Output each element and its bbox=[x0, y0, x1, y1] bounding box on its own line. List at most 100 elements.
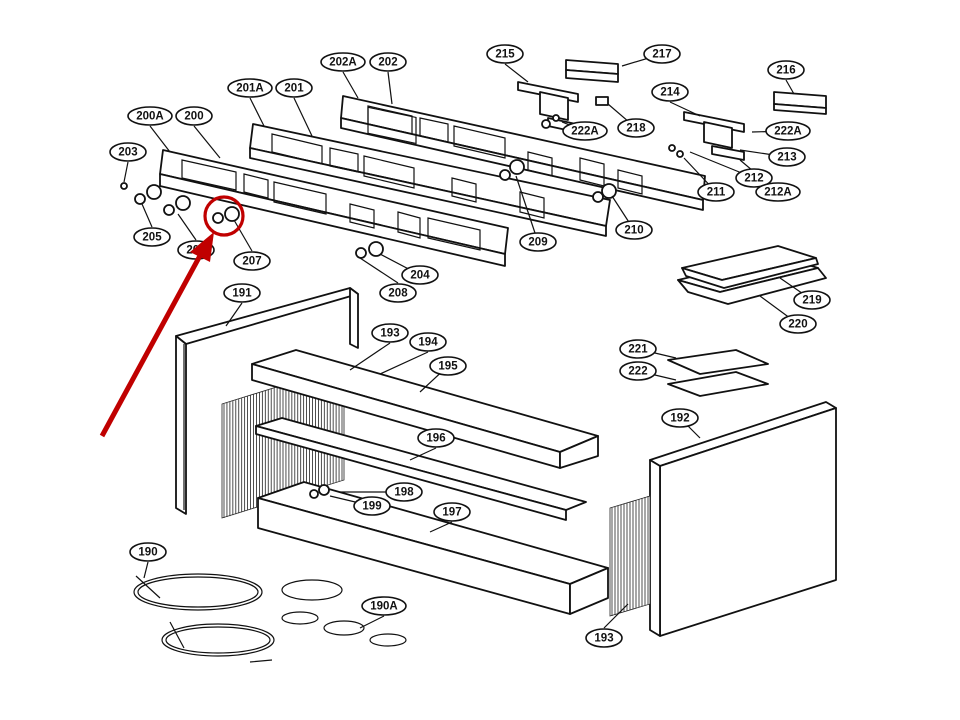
callout-text: 215 bbox=[495, 49, 515, 61]
callout-text: 190 bbox=[138, 547, 157, 559]
leader-line bbox=[149, 125, 171, 153]
callout-221: 221 bbox=[619, 339, 657, 359]
callout-197: 197 bbox=[433, 502, 471, 522]
leader-line bbox=[342, 71, 359, 99]
callout-text: 202 bbox=[378, 57, 397, 69]
callout-text: 218 bbox=[626, 123, 646, 135]
leader-line bbox=[177, 213, 197, 241]
callout-text: 214 bbox=[660, 87, 680, 99]
callout-193: 193 bbox=[585, 628, 623, 648]
leader-line bbox=[233, 219, 253, 252]
callout-219: 219 bbox=[793, 290, 831, 310]
callout-text: 204 bbox=[410, 270, 430, 282]
highlight-circle bbox=[203, 195, 245, 237]
callout-209: 209 bbox=[519, 232, 557, 252]
callout-195: 195 bbox=[429, 356, 467, 376]
terminal-block-216 bbox=[773, 91, 827, 115]
callout-text: 190A bbox=[370, 601, 398, 613]
callout-199: 199 bbox=[353, 496, 391, 516]
callout-211: 211 bbox=[697, 182, 735, 202]
callout-text: 196 bbox=[426, 433, 445, 445]
callout-text: 195 bbox=[438, 361, 458, 373]
callout-222a: 222A bbox=[562, 121, 608, 141]
control-panel-200 bbox=[159, 149, 509, 267]
callout-text: 213 bbox=[777, 152, 796, 164]
callout-210: 210 bbox=[615, 220, 653, 240]
leader-line bbox=[504, 63, 529, 83]
bracket-214 bbox=[683, 111, 745, 161]
callout-text: 219 bbox=[802, 295, 821, 307]
callout-oval bbox=[585, 628, 623, 648]
leader-line bbox=[193, 125, 221, 159]
callout-text: 193 bbox=[594, 633, 613, 645]
callout-oval bbox=[175, 106, 213, 126]
leader-line bbox=[249, 97, 265, 127]
callout-text: 222A bbox=[571, 126, 599, 138]
callout-text: 216 bbox=[776, 65, 795, 77]
callout-191: 191 bbox=[223, 283, 261, 303]
callout-oval bbox=[617, 118, 655, 138]
callout-text: 210 bbox=[624, 225, 643, 237]
callout-oval bbox=[379, 283, 417, 303]
callout-text: 192 bbox=[670, 413, 689, 425]
callout-204: 204 bbox=[401, 265, 439, 285]
callout-oval bbox=[619, 339, 657, 359]
callout-220: 220 bbox=[779, 314, 817, 334]
broiler-pan-set bbox=[677, 245, 827, 305]
callout-193: 193 bbox=[371, 323, 409, 343]
leader-line bbox=[379, 351, 429, 375]
leader-line bbox=[293, 97, 313, 137]
screws-222A bbox=[541, 114, 684, 158]
callout-oval bbox=[409, 332, 447, 352]
callout-oval bbox=[519, 232, 557, 252]
callout-208: 208 bbox=[379, 283, 417, 303]
callout-oval bbox=[369, 52, 407, 72]
leader-line bbox=[225, 302, 243, 327]
callout-202: 202 bbox=[369, 52, 407, 72]
callout-222: 222 bbox=[619, 361, 657, 381]
instruction-cards bbox=[667, 349, 769, 397]
leader-line bbox=[603, 603, 629, 629]
leader-line bbox=[429, 521, 453, 533]
highlight-arrow-shaft bbox=[99, 250, 205, 438]
callout-214: 214 bbox=[651, 82, 689, 102]
callout-text: 201A bbox=[236, 83, 264, 95]
heater-element-right bbox=[609, 495, 651, 617]
callout-text: 199 bbox=[362, 501, 381, 513]
callout-oval bbox=[109, 142, 147, 162]
leader-line bbox=[387, 71, 393, 105]
callout-text: 221 bbox=[628, 344, 648, 356]
callout-oval bbox=[223, 283, 261, 303]
callout-text: 220 bbox=[788, 319, 807, 331]
callout-oval bbox=[643, 44, 681, 64]
callout-text: 201 bbox=[284, 83, 304, 95]
terminal-block-217 bbox=[565, 59, 619, 83]
callout-218: 218 bbox=[617, 118, 655, 138]
callout-text: 198 bbox=[394, 487, 414, 499]
callout-oval bbox=[779, 314, 817, 334]
callout-207: 207 bbox=[233, 251, 271, 271]
callout-222a: 222A bbox=[765, 121, 811, 141]
callout-text: 202A bbox=[329, 57, 357, 69]
callout-text: 200 bbox=[184, 111, 203, 123]
callout-text: 205 bbox=[142, 232, 162, 244]
callout-oval bbox=[353, 496, 391, 516]
callout-oval bbox=[133, 227, 171, 247]
bottom-rail-197 bbox=[257, 481, 609, 615]
leader-line bbox=[785, 79, 795, 95]
callout-oval bbox=[697, 182, 735, 202]
callout-oval bbox=[755, 182, 801, 202]
callout-oval bbox=[651, 82, 689, 102]
callout-text: 191 bbox=[232, 288, 252, 300]
callout-215: 215 bbox=[486, 44, 524, 64]
side-panel-191 bbox=[175, 287, 359, 515]
callout-oval bbox=[735, 168, 773, 188]
callout-oval bbox=[233, 251, 271, 271]
callout-oval bbox=[129, 542, 167, 562]
callout-text: 194 bbox=[418, 337, 438, 349]
callout-oval bbox=[768, 147, 806, 167]
highlight-arrow-head bbox=[190, 232, 214, 262]
